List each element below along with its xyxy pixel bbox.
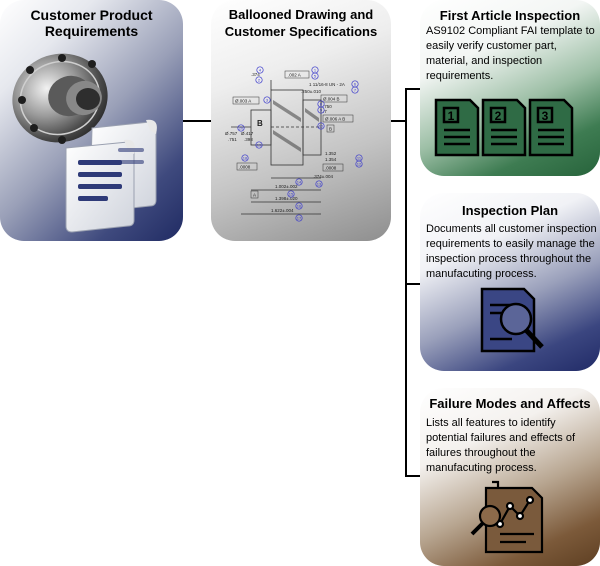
label-dim7: 1.398±.020	[275, 196, 298, 201]
balloon-marker	[255, 76, 263, 84]
balloon-marker	[315, 180, 323, 188]
doc-number-3: 3	[542, 109, 549, 123]
ballooned-drawing-title: Ballooned Drawing and Customer Specifica…	[211, 6, 391, 40]
balloon-number: 10	[319, 123, 324, 128]
balloon-number: 9	[320, 107, 323, 112]
label-dim3b: .7	[323, 109, 327, 114]
label-dim3: .750	[323, 104, 332, 109]
label-pos2: Ø.004 B	[323, 97, 340, 102]
drawing-title-line1: Ballooned Drawing and	[228, 7, 374, 22]
fai-description: AS9102 Compliant FAI template to easily …	[426, 25, 595, 82]
balloon-marker	[317, 100, 325, 108]
balloon-number: 13	[317, 181, 322, 186]
balloon-number: 2	[258, 77, 261, 82]
label-dim4b: 1.354	[325, 157, 337, 162]
balloon-marker	[237, 124, 245, 132]
drawing-title-line2: Customer Specifications	[224, 24, 378, 39]
label-dia2: Ø.417	[241, 131, 254, 136]
connector-drawing-to-branch	[391, 120, 405, 122]
balloon-marker	[311, 66, 319, 74]
inspection-plan-box: Inspection Plan Documents all customer i…	[420, 193, 600, 371]
label-dim4: 1.352	[325, 151, 337, 156]
connector-to-fai	[405, 88, 420, 90]
balloon-marker	[295, 214, 303, 222]
label-dia2b: .398	[244, 137, 253, 142]
ballooned-drawing-icon: .374 .002 A Ø.003 A B Ø.757 .751 Ø.417 .…	[225, 66, 363, 222]
balloon-number: 19	[257, 142, 262, 147]
doc-number-1: 1	[448, 109, 455, 123]
balloon-number: 17	[297, 215, 302, 220]
connector-customer-to-drawing	[183, 120, 211, 122]
failure-modes-title: Failure Modes and Affects	[429, 396, 591, 411]
balloon-number: 15	[289, 191, 294, 196]
balloon-marker	[241, 154, 249, 162]
failure-modes-box: Failure Modes and Affects Lists all feat…	[420, 388, 600, 566]
balloon-number: 5	[314, 73, 317, 78]
balloon-marker	[317, 106, 325, 114]
balloon-marker	[255, 141, 263, 149]
balloon-marker	[317, 122, 325, 130]
label-dia1: Ø.757	[225, 131, 238, 136]
balloon-marker	[351, 80, 359, 88]
label-top-dim: .374	[251, 72, 260, 77]
balloon-marker	[256, 66, 264, 74]
balloon-number: 20	[239, 125, 244, 130]
label-bore: B	[257, 119, 263, 128]
label-datum-a: A	[253, 193, 256, 198]
label-chamfer: .250±.010	[301, 89, 321, 94]
balloon-marker	[351, 86, 359, 94]
balloon-number: 18	[243, 155, 248, 160]
inspection-plan-title: Inspection Plan	[461, 203, 559, 218]
label-thread: 1 11/16-8 UN - 2A	[309, 82, 345, 87]
doc-number-2: 2	[495, 109, 502, 123]
balloon-number: 8	[320, 101, 323, 106]
label-dim5: .374±.004	[313, 174, 333, 179]
ballooned-drawing-box: Ballooned Drawing and Customer Specifica…	[211, 0, 391, 241]
label-pos1: Ø.003 A	[235, 99, 251, 104]
customer-requirements-title: Customer Product Requirements	[0, 7, 183, 39]
numbered-documents-icon: 1 2 3	[434, 98, 574, 157]
first-article-inspection-box: First Article Inspection AS9102 Complian…	[420, 0, 600, 176]
label-dim8: 1.622±.004	[271, 208, 294, 213]
customer-requirements-box: Customer Product Requirements	[0, 0, 183, 241]
connector-branch-vertical	[405, 88, 407, 477]
document-magnifier-icon	[480, 287, 544, 353]
balloon-marker	[355, 160, 363, 168]
analytics-report-icon	[470, 480, 544, 554]
label-pos3: Ø.006 A B	[325, 117, 345, 122]
customer-title-line2: Requirements	[44, 23, 139, 39]
balloon-number: 7	[354, 87, 357, 92]
fai-title: First Article Inspection	[439, 8, 581, 23]
balloon-number: 16	[297, 203, 302, 208]
balloon-number: 1	[314, 67, 317, 72]
flange-part-and-documents-icon	[12, 53, 157, 233]
balloon-marker	[311, 72, 319, 80]
label-dim6: 1.002±.002	[275, 184, 298, 189]
balloon-number: 12	[357, 161, 362, 166]
failure-modes-description: Lists all features to identify potential…	[426, 417, 576, 474]
label-dia1b: .751	[228, 137, 237, 142]
label-flat3: .0008	[325, 166, 337, 171]
connector-to-fmea	[405, 475, 420, 477]
label-datum-b: B	[329, 127, 332, 132]
connector-to-plan	[405, 283, 420, 285]
balloon-number: 14	[297, 179, 302, 184]
balloon-marker	[263, 96, 271, 104]
balloon-marker	[295, 178, 303, 186]
inspection-plan-description: Documents all customer inspection requir…	[426, 223, 597, 280]
balloon-number: 3	[266, 97, 269, 102]
label-flat: .002 A	[288, 73, 301, 78]
balloon-number: 4	[259, 67, 262, 72]
balloon-marker	[295, 202, 303, 210]
balloon-marker	[355, 154, 363, 162]
customer-title-line1: Customer Product	[30, 7, 153, 23]
balloon-number: 6	[354, 81, 357, 86]
label-flat2: .0008	[239, 165, 251, 170]
balloon-marker	[287, 190, 295, 198]
balloon-number: 11	[357, 155, 362, 160]
